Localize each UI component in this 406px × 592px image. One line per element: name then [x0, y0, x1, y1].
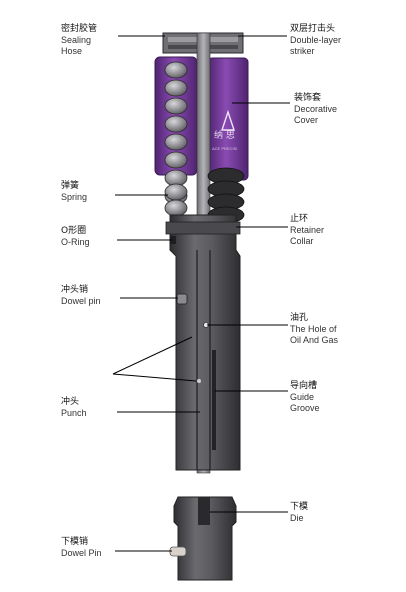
retainer-collar: [165, 221, 241, 235]
die-body: [173, 496, 237, 581]
label-guide-groove: 导向槽 Guide Groove: [290, 381, 320, 413]
label-double-layer-striker: 双层打击头 Double-layer striker: [290, 24, 342, 56]
spring-coil: [164, 61, 188, 79]
label-retainer-collar: 止环 Retainer Collar: [290, 214, 325, 246]
die-bore: [198, 497, 210, 525]
leader-lines: [112, 35, 290, 552]
spring-coil: [164, 183, 188, 201]
spring-coils-left: [164, 61, 188, 217]
cover-logo-text: 纳 思: [214, 129, 235, 141]
label-punch: 冲头 Punch: [61, 397, 87, 418]
label-decorative-cover: 装饰套 Decorative Cover: [294, 93, 338, 125]
label-dowel-pin: 冲头销 Dowel pin: [61, 285, 101, 306]
spring-coil: [164, 199, 188, 217]
spring-coil: [164, 133, 188, 151]
label-die: 下模 Die: [290, 502, 309, 523]
decorative-cover: [207, 57, 249, 181]
label-sealing-hose: 密封胶管 Sealing Hose: [61, 24, 98, 56]
spring-coil: [164, 79, 188, 97]
label-spring: 弹簧 Spring: [61, 181, 88, 202]
spring-coil: [164, 97, 188, 115]
punch-pin-dot: [197, 379, 201, 383]
die-dowel-pin: [169, 546, 187, 557]
punch-dowel-pin: [176, 293, 188, 305]
label-die-dowel-pin: 下模销 Dowel Pin: [61, 537, 102, 558]
label-oil-gas-hole: 油孔 The Hole of Oil And Gas: [290, 313, 339, 345]
label-o-ring: O形圈 O-Ring: [61, 226, 90, 247]
spring-coil: [164, 151, 188, 169]
leader-punch-b: [112, 336, 193, 375]
o-ring: [170, 236, 176, 244]
spring-coil: [164, 115, 188, 133]
leader-punch-a: [112, 373, 197, 382]
cover-logo-mark: [221, 109, 235, 131]
guide-groove: [212, 350, 216, 450]
cover-logo-sub: ACE PRECISI: [212, 146, 237, 151]
